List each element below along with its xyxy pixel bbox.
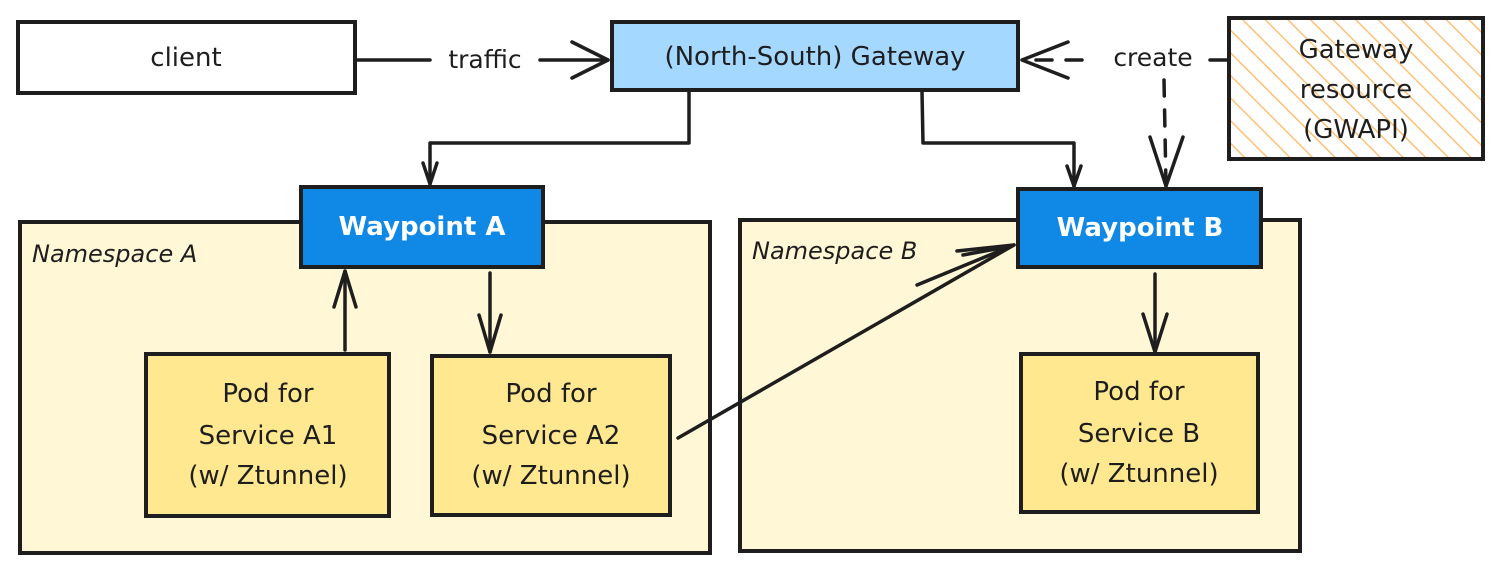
edge-line <box>676 243 1016 440</box>
edge-line <box>428 90 691 186</box>
gateway-label: (North-South) Gateway <box>664 42 965 72</box>
arrowhead-icon <box>477 313 503 354</box>
waypoint-a-node[interactable]: Waypoint A <box>299 185 545 269</box>
namespace-b-label: Namespace B <box>752 237 917 265</box>
pod-b-node[interactable]: Pod for Service B (w/ Ztunnel) <box>1019 352 1260 514</box>
gateway-box <box>610 20 1020 92</box>
pod-b-label-line-1: Pod for <box>1093 377 1184 407</box>
pod-a2-label-line-3: (w/ Ztunnel) <box>471 461 630 491</box>
pod-b-label-line-3: (w/ Ztunnel) <box>1059 459 1218 489</box>
pod-a1-label-line-2: Service A1 <box>199 421 338 451</box>
arrowhead-icon <box>915 243 1016 287</box>
edge-gwapi-to-gateway[interactable]: create <box>1020 40 1230 80</box>
edge-waypoint-a-to-pod-a2[interactable] <box>477 271 503 354</box>
edge-line <box>1162 78 1168 188</box>
pod-a1-label-line-3: (w/ Ztunnel) <box>188 461 347 491</box>
client-label: client <box>150 43 221 73</box>
namespace-a-label: Namespace A <box>32 240 197 268</box>
edge-gwapi-to-waypoint-b[interactable] <box>1148 78 1185 188</box>
pod-a2-node[interactable]: Pod for Service A2 (w/ Ztunnel) <box>430 354 672 517</box>
edge-line <box>920 90 1076 188</box>
edge-gateway-to-waypoint-b[interactable] <box>920 90 1083 188</box>
gateway-node[interactable]: (North-South) Gateway <box>610 20 1020 92</box>
client-node[interactable]: client <box>16 20 357 95</box>
pod-a2-box <box>430 354 672 517</box>
gwapi-label-line-3: (GWAPI) <box>1303 115 1409 145</box>
gwapi-label-line-1: Gateway <box>1299 35 1414 65</box>
arrowhead-icon <box>1148 135 1185 188</box>
pod-a1-box <box>144 352 391 518</box>
edge-waypoint-b-to-pod-b[interactable] <box>1141 272 1169 354</box>
waypoint-a-box <box>299 185 545 269</box>
arrowhead-icon <box>332 269 358 309</box>
waypoint-b-box <box>1016 187 1263 269</box>
pod-a2-label-line-2: Service A2 <box>482 421 621 451</box>
edge-client-to-gateway[interactable]: traffic <box>355 40 610 80</box>
gwapi-box <box>1227 16 1485 161</box>
pod-a2-label-line-1: Pod for <box>505 379 596 409</box>
edge-pod-a2-to-waypoint-b[interactable] <box>676 243 1016 440</box>
edge-pod-a1-to-waypoint-a[interactable] <box>332 269 358 352</box>
arrowhead-icon <box>1020 40 1070 80</box>
gwapi-label-line-2: resource <box>1300 75 1412 105</box>
arrowhead-icon <box>1141 312 1169 354</box>
waypoint-b-label: Waypoint B <box>1057 213 1224 243</box>
pod-a1-node[interactable]: Pod for Service A1 (w/ Ztunnel) <box>144 352 391 518</box>
edge-gateway-to-waypoint-a[interactable] <box>421 90 691 186</box>
pod-b-label-line-2: Service B <box>1078 419 1200 449</box>
client-box <box>16 20 357 95</box>
edge-label-traffic: traffic <box>448 45 521 74</box>
edge-line <box>961 244 1014 257</box>
arrowhead-icon <box>570 40 610 80</box>
edge-label-create: create <box>1113 43 1192 72</box>
arrowhead-icon <box>421 161 439 186</box>
gwapi-resource-node[interactable]: Gateway resource (GWAPI) <box>1227 16 1485 161</box>
waypoint-b-node[interactable]: Waypoint B <box>1016 187 1263 269</box>
arrowhead-icon <box>1065 164 1083 188</box>
pod-a1-label-line-1: Pod for <box>222 379 313 409</box>
waypoint-a-label: Waypoint A <box>339 212 506 242</box>
pod-b-box <box>1019 352 1260 514</box>
